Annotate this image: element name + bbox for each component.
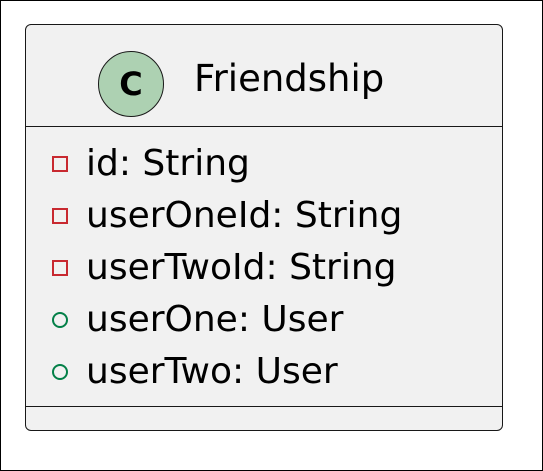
class-box-friendship: C Friendship id: String userOneId: Strin… bbox=[25, 24, 503, 431]
stereotype-letter: C bbox=[119, 65, 143, 103]
attribute-row: userOneId: String bbox=[26, 191, 502, 243]
public-visibility-icon bbox=[52, 312, 68, 328]
attribute-text: userOne: User bbox=[86, 299, 344, 340]
class-stereotype-icon: C bbox=[98, 51, 164, 117]
attribute-text: id: String bbox=[86, 143, 250, 184]
class-name: Friendship bbox=[194, 57, 385, 100]
public-visibility-icon bbox=[52, 364, 68, 380]
attribute-row: userTwo: User bbox=[26, 347, 502, 399]
attribute-row: userTwoId: String bbox=[26, 243, 502, 295]
private-visibility-icon bbox=[52, 208, 68, 224]
private-visibility-icon bbox=[52, 260, 68, 276]
attribute-row: userOne: User bbox=[26, 295, 502, 347]
class-header: C Friendship bbox=[26, 25, 502, 127]
attribute-list: id: String userOneId: String userTwoId: … bbox=[26, 139, 502, 399]
private-visibility-icon bbox=[52, 156, 68, 172]
attribute-row: id: String bbox=[26, 139, 502, 191]
attribute-text: userTwo: User bbox=[86, 351, 338, 392]
attribute-text: userOneId: String bbox=[86, 195, 403, 236]
methods-divider bbox=[26, 406, 502, 407]
attribute-text: userTwoId: String bbox=[86, 247, 397, 288]
